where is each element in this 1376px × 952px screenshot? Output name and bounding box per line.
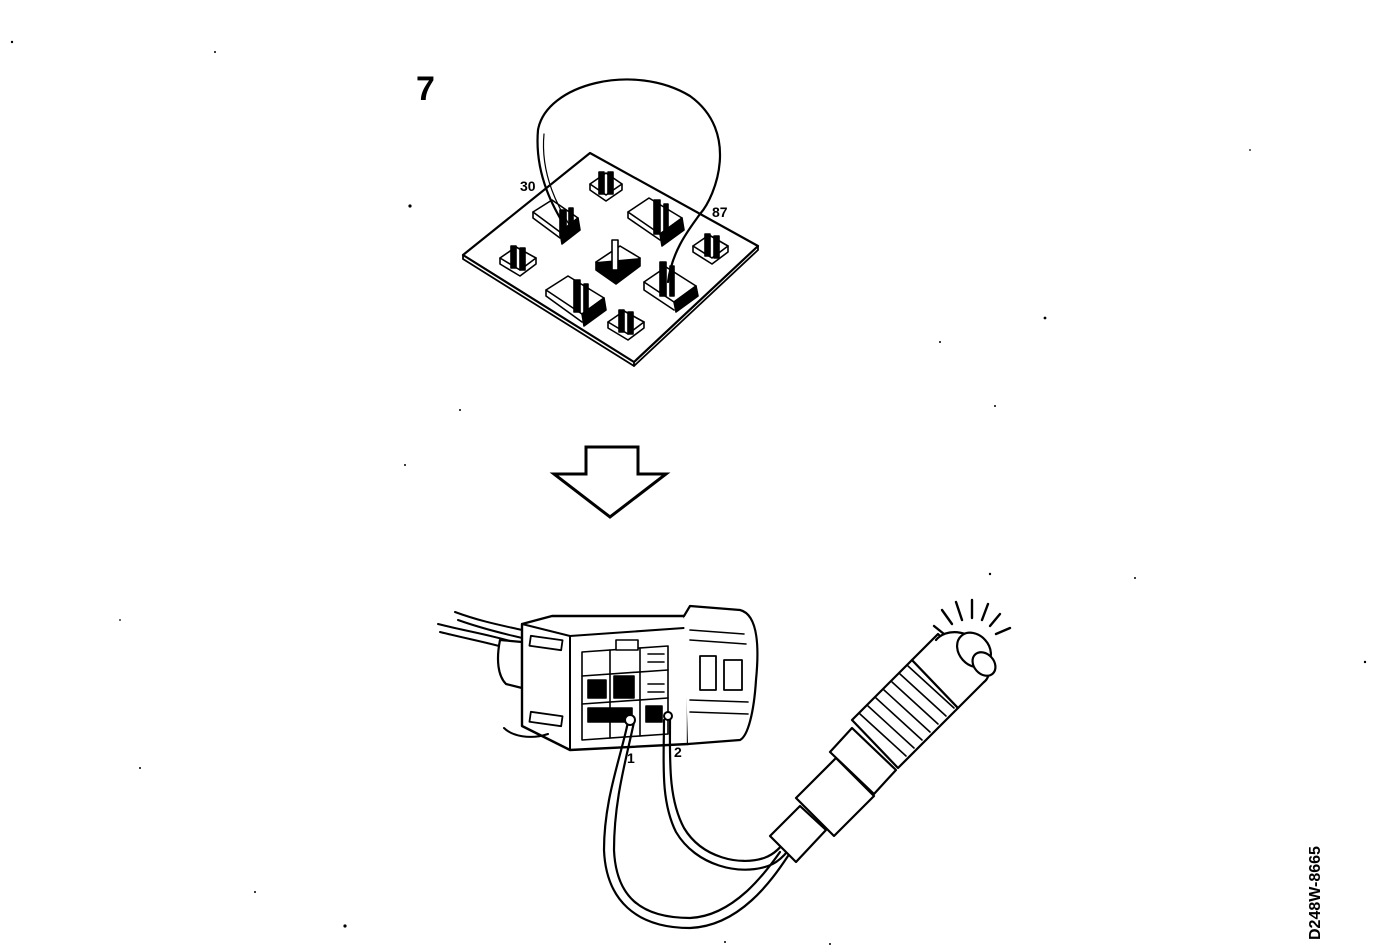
relay-terminal-left-small <box>499 245 537 277</box>
step-number: 7 <box>416 70 435 108</box>
relay-terminal-top <box>589 171 623 202</box>
test-lamp <box>768 631 997 864</box>
relay-terminal-lower-left <box>545 275 607 327</box>
scan-specks <box>10 40 1367 945</box>
connector-pin-label-2: 2 <box>674 744 682 760</box>
relay-terminal-center <box>595 239 641 285</box>
down-arrow-icon <box>549 445 671 519</box>
relay-pin-label-30: 30 <box>520 178 536 194</box>
relay-pin-label-87: 87 <box>712 204 728 220</box>
relay-terminal-87 <box>643 261 699 313</box>
connector-cavities <box>581 639 669 741</box>
test-lamp-leads <box>602 718 798 930</box>
relay-terminal-right-small <box>692 233 729 265</box>
drawing-code: D248W-8665 <box>1307 846 1324 940</box>
connector-pin-label-1: 1 <box>627 750 635 766</box>
lamp-glow-rays <box>932 598 1012 636</box>
jumper-wire <box>536 78 722 284</box>
relay-terminal-bottom-small <box>607 309 645 341</box>
connector-assembly <box>437 598 1012 930</box>
relay-terminal-30 <box>532 199 581 245</box>
relay-terminal-upper-right <box>627 197 685 247</box>
relay-base <box>461 78 760 367</box>
